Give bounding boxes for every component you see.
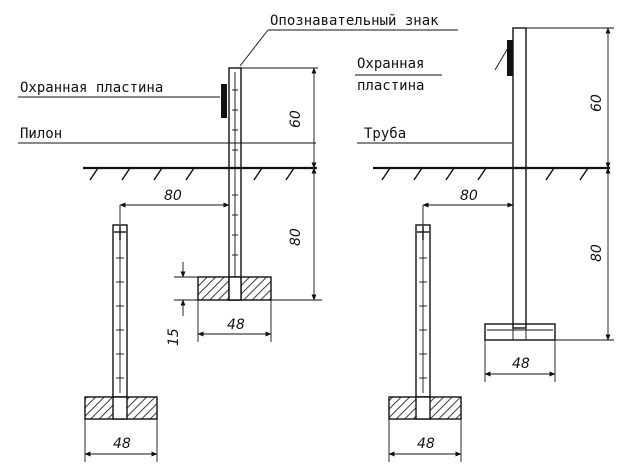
label-pipe: Труба bbox=[364, 126, 406, 142]
dim-left-far-base-width: 48 bbox=[113, 436, 131, 452]
dim-left-top-height: 60 bbox=[288, 110, 304, 128]
label-pylon: Пилон bbox=[20, 126, 62, 142]
dimension-lines bbox=[84, 27, 611, 462]
ground-right bbox=[373, 166, 610, 181]
dim-left-foot-height: 15 bbox=[166, 328, 182, 346]
dim-left-offset: 80 bbox=[164, 188, 182, 204]
ground-left bbox=[83, 166, 317, 181]
dim-right-base-width: 48 bbox=[512, 356, 530, 372]
dim-left-depth: 80 bbox=[288, 228, 304, 246]
dim-left-base-width: 48 bbox=[227, 317, 245, 333]
main-pylon-left bbox=[18, 67, 322, 301]
dim-right-depth: 80 bbox=[589, 244, 605, 262]
far-pylon-left bbox=[84, 224, 158, 420]
main-pipe-right bbox=[357, 27, 614, 341]
protective-plate-right bbox=[507, 40, 513, 76]
protective-plate-left bbox=[221, 84, 227, 118]
label-plate-left: Охранная пластина bbox=[20, 80, 163, 96]
dim-right-far-base-width: 48 bbox=[417, 436, 435, 452]
far-pylon-right bbox=[388, 224, 462, 420]
label-plate-right-line1: Охранная bbox=[357, 56, 424, 72]
dim-right-offset: 80 bbox=[460, 188, 478, 204]
leader-lines bbox=[18, 29, 509, 98]
label-plate-right-line2: пластина bbox=[357, 78, 424, 94]
dim-right-top-height: 60 bbox=[589, 94, 605, 112]
label-sign: Опознавательный знак bbox=[270, 13, 439, 29]
